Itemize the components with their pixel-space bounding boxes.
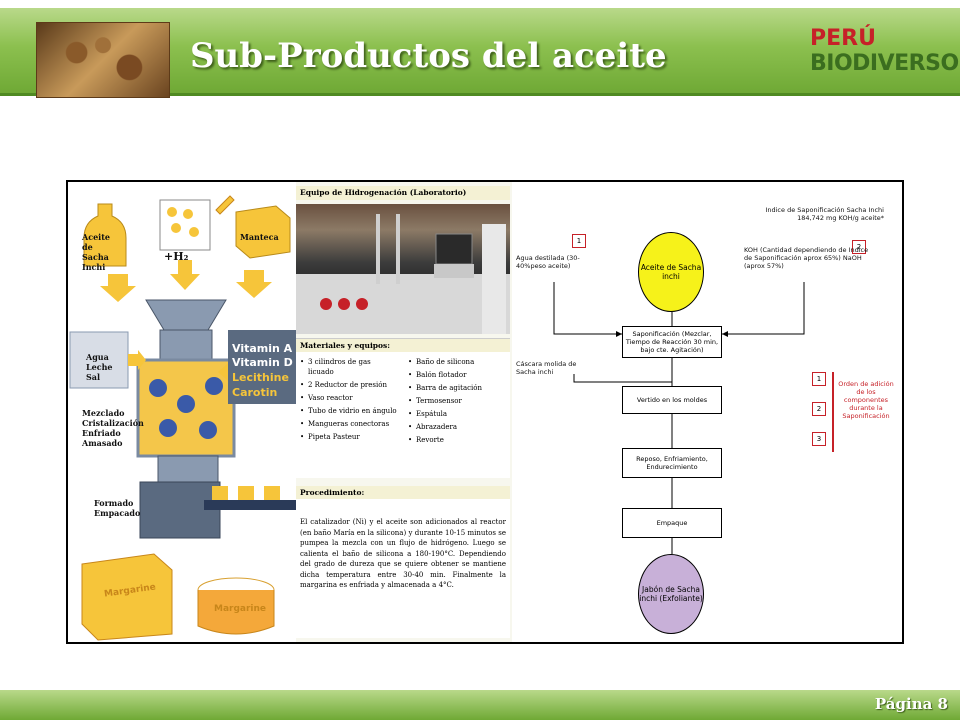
legend-text: Orden de adición de los componentes dura… xyxy=(838,380,894,420)
label-lecithine: Lecithine xyxy=(232,371,289,384)
material-item: Mangueras conectoras xyxy=(300,419,398,429)
label-formado: Formado Empacado xyxy=(94,498,141,518)
page-number: Página 8 xyxy=(874,695,948,713)
material-item: Vaso reactor xyxy=(300,393,398,403)
order-number-2: 2 xyxy=(852,240,866,254)
cascara-label: Cáscara molida de Sacha inchi xyxy=(516,360,577,376)
reposo-box: Reposo, Enfriamiento, Endurecimiento xyxy=(622,448,722,478)
label-manteca: Manteca xyxy=(240,232,279,242)
margarine-process-drawing xyxy=(69,195,296,641)
label-vitamin-d: Vitamin D xyxy=(232,356,293,369)
label-h2: +H₂ xyxy=(164,250,189,263)
procedure-box: Procedimiento: El catalizador (Ni) y el … xyxy=(296,486,510,638)
legend-number-1: 1 xyxy=(812,372,826,386)
materials-list-left: 3 cilindros de gas licuado 2 Reductor de… xyxy=(300,357,398,445)
process-figure: Aceite de Sacha Inchi +H₂ Manteca Agua L… xyxy=(66,180,904,644)
label-carotin: Carotin xyxy=(232,386,278,399)
label-mezclado: Mezclado Cristalización Enfriado Amasado xyxy=(82,408,144,448)
material-item: Espátula xyxy=(408,409,506,419)
label-aceite: Aceite de Sacha Inchi xyxy=(82,232,110,272)
label-agua-leche-sal: Agua Leche Sal xyxy=(86,352,113,382)
lab-equipment-drawing xyxy=(296,214,510,334)
material-item: 3 cilindros de gas licuado xyxy=(300,357,398,377)
materials-list-right: Baño de silicona Balón flotador Barra de… xyxy=(408,357,506,448)
aceite-circle: Aceite de Sacha inchi xyxy=(638,232,704,312)
logo-text-peru: PERÚ xyxy=(810,26,876,51)
material-item: Balón flotador xyxy=(408,370,506,380)
legend-bracket xyxy=(832,372,834,452)
vertido-box: Vertido en los moldes xyxy=(622,386,722,414)
jabon-circle: Jabón de Sacha inchi (Exfoliante) xyxy=(638,554,704,634)
indice-saponificacion-label: Indice de Saponificación Sacha Inchi 184… xyxy=(765,206,884,222)
saponificacion-box: Saponificación (Mezclar, Tiempo de Reacc… xyxy=(622,326,722,358)
koh-label: KOH (Cantidad dependiendo de Indice de S… xyxy=(744,246,869,270)
peru-biodiverso-logo: PERÚ BIODIVERSO xyxy=(810,26,960,94)
footer-bar: Página 8 xyxy=(0,690,960,720)
margarine-illustration: Aceite de Sacha Inchi +H₂ Manteca Agua L… xyxy=(68,182,296,642)
material-item: Pipeta Pasteur xyxy=(300,432,398,442)
logo-text-biodiverso: BIODIVERSO xyxy=(810,51,959,76)
hydrogenation-title: Equipo de Hidrogenación (Laboratorio) xyxy=(296,186,510,200)
materials-box: Materiales y equipos: 3 cilindros de gas… xyxy=(296,338,510,478)
material-item: Revorte xyxy=(408,435,506,445)
materials-title: Materiales y equipos: xyxy=(296,339,510,352)
label-margarine-tub: Margarine xyxy=(214,604,267,614)
slide-title: Sub-Productos del aceite xyxy=(190,36,667,76)
material-item: 2 Reductor de presión xyxy=(300,380,398,390)
legend-number-2: 2 xyxy=(812,402,826,416)
margarine-panel: Aceite de Sacha Inchi +H₂ Manteca Agua L… xyxy=(68,182,512,642)
lab-equipment-photo xyxy=(296,204,510,334)
procedure-title: Procedimiento: xyxy=(296,486,510,499)
agua-destilada-label: Agua destilada (30-40%peso aceite) xyxy=(516,254,580,270)
legend-number-3: 3 xyxy=(812,432,826,446)
procedure-text: El catalizador (Ni) y el aceite son adic… xyxy=(300,518,506,589)
sacha-inchi-photo xyxy=(36,22,170,98)
material-item: Baño de silicona xyxy=(408,357,506,367)
order-number-1: 1 xyxy=(572,234,586,248)
flowchart-connectors xyxy=(553,282,805,554)
material-item: Abrazadera xyxy=(408,422,506,432)
header-banner: Sub-Productos del aceite PERÚ BIODIVERSO xyxy=(0,8,960,98)
label-vitamin-a: Vitamin A xyxy=(232,342,293,355)
material-item: Tubo de vidrio en ángulo xyxy=(300,406,398,416)
empaque-box: Empaque xyxy=(622,508,722,538)
material-item: Termosensor xyxy=(408,396,506,406)
hydrogenation-panel: Equipo de Hidrogenación (Laboratorio) Ma… xyxy=(296,182,512,642)
soap-flowchart: 1 3 2 Agua destilada (30-40%peso aceite)… xyxy=(514,182,902,642)
material-item: Barra de agitación xyxy=(408,383,506,393)
